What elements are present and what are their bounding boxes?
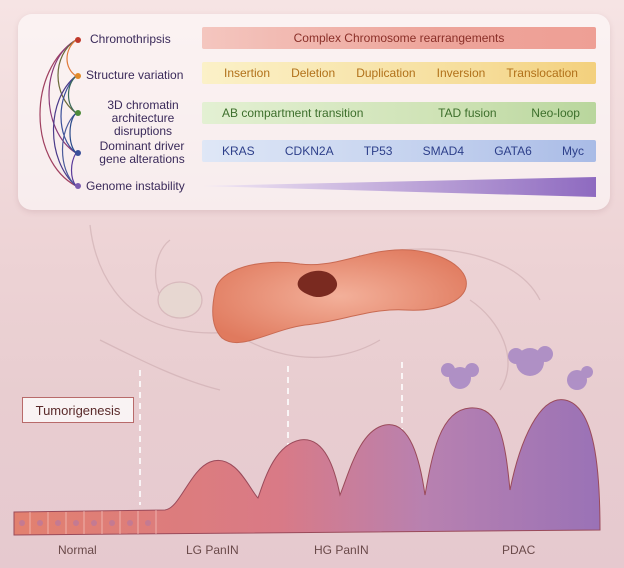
- tumor-mass: [297, 270, 338, 298]
- chromatin-dot: [75, 110, 81, 116]
- chromatin-label-line2: architecture disruptions: [111, 111, 175, 138]
- chromatin-tad-fusion: TAD fusion: [438, 106, 497, 120]
- chromatin-bar: AB compartment transition TAD fusion Neo…: [202, 102, 596, 124]
- chromatin-label-line1: 3D chromatin: [107, 98, 179, 112]
- chromothripsis-label: Chromothripsis: [90, 32, 171, 46]
- structure-variation-label: Structure variation: [86, 68, 184, 82]
- sv-duplication: Duplication: [356, 66, 416, 80]
- driver-label-line2: gene alterations: [99, 152, 185, 166]
- sv-insertion: Insertion: [224, 66, 271, 80]
- sv-translocation: Translocation: [506, 66, 578, 80]
- structure-variation-dot: [75, 73, 81, 79]
- stage-pdac: PDAC: [502, 543, 536, 557]
- sv-deletion: Deletion: [291, 66, 336, 80]
- sv-inversion: Inversion: [436, 66, 486, 80]
- driver-label: Dominant driver gene alterations: [84, 140, 200, 166]
- gene-kras: KRAS: [222, 144, 255, 158]
- gene-tp53: TP53: [363, 144, 393, 158]
- genome-instability-label: Genome instability: [86, 179, 185, 193]
- chromatin-neo-loop: Neo-loop: [531, 106, 580, 120]
- stage-hg-panin: HG PanIN: [314, 543, 369, 557]
- genome-instability-wedge: [202, 177, 596, 197]
- chromothripsis-dot: [75, 37, 81, 43]
- gene-myc: Myc: [562, 144, 584, 158]
- chromatin-ab-compartment: AB compartment transition: [222, 106, 364, 120]
- gene-smad4: SMAD4: [422, 144, 465, 158]
- stage-normal: Normal: [58, 543, 97, 557]
- abdomen-illustration: [89, 224, 541, 391]
- chromothripsis-bar: Complex Chromosome rearrangements: [202, 27, 596, 49]
- stage-lg-panin: LG PanIN: [186, 543, 239, 557]
- epithelium-progression: [13, 346, 601, 536]
- driver-label-line1: Dominant driver: [99, 139, 185, 153]
- chromothripsis-bar-text: Complex Chromosome rearrangements: [293, 31, 505, 45]
- driver-genes-bar: KRAS CDKN2A TP53 SMAD4 GATA6 Myc: [202, 140, 596, 162]
- structure-variation-bar: Insertion Deletion Duplication Inversion…: [202, 62, 596, 84]
- gene-gata6: GATA6: [494, 144, 532, 158]
- pancreas-illustration: [212, 249, 467, 344]
- chromatin-label: 3D chromatin architecture disruptions: [84, 99, 202, 138]
- gene-cdkn2a: CDKN2A: [284, 144, 334, 158]
- genome-dot: [75, 183, 81, 189]
- tumorigenesis-label: Tumorigenesis: [22, 397, 134, 423]
- driver-dot: [75, 150, 81, 156]
